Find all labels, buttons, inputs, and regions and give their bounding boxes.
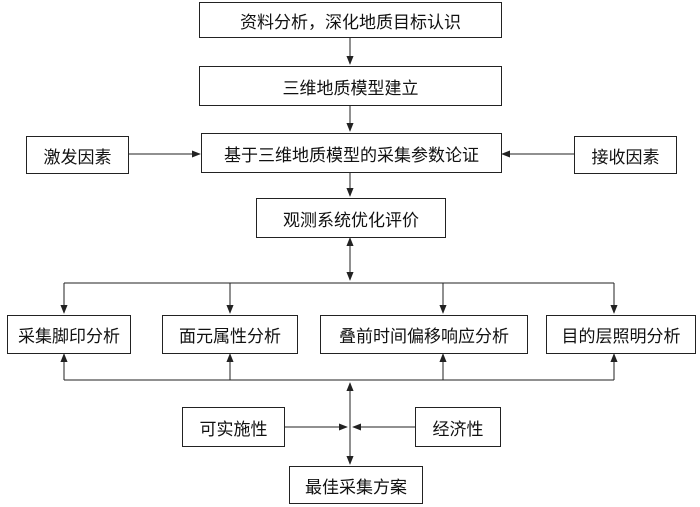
step-3d-model-build: 三维地质模型建立 bbox=[199, 66, 502, 106]
feasibility-box: 可实施性 bbox=[182, 407, 285, 447]
step-geometry-optimization: 观测系统优化评价 bbox=[256, 198, 446, 238]
analysis-prestack-migration-response: 叠前时间偏移响应分析 bbox=[320, 315, 528, 354]
step-parameter-argumentation: 基于三维地质模型的采集参数论证 bbox=[201, 133, 502, 173]
step-data-analysis: 资料分析，深化地质目标认识 bbox=[199, 2, 502, 38]
excitation-factors-box: 激发因素 bbox=[26, 136, 129, 174]
analysis-acquisition-footprint: 采集脚印分析 bbox=[7, 315, 131, 354]
optimal-acquisition-plan: 最佳采集方案 bbox=[289, 466, 423, 504]
analysis-target-illumination: 目的层照明分析 bbox=[546, 315, 696, 354]
analysis-bin-attributes: 面元属性分析 bbox=[162, 315, 298, 354]
receiving-factors-box: 接收因素 bbox=[574, 136, 677, 174]
economy-box: 经济性 bbox=[415, 407, 501, 447]
